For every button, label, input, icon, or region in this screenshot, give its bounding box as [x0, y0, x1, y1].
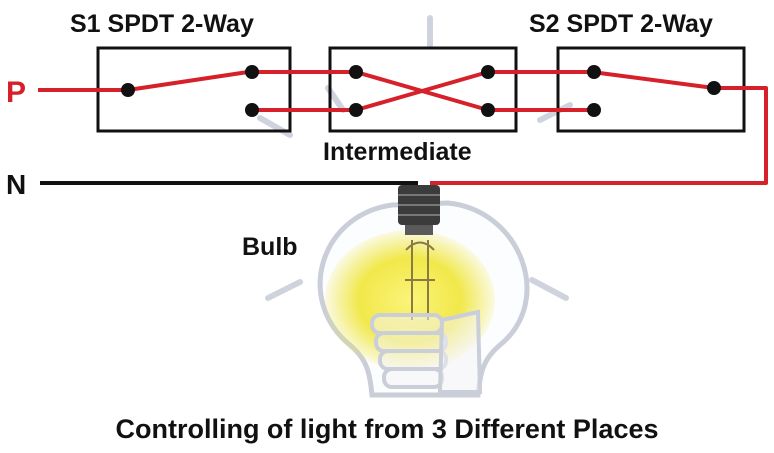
- intermediate-terminal-4: [481, 103, 495, 117]
- intermediate-label: Intermediate: [323, 138, 472, 166]
- neutral-label: N: [6, 169, 26, 200]
- caption: Controlling of light from 3 Different Pl…: [115, 414, 658, 444]
- intermediate-terminal-2: [349, 103, 363, 117]
- phase-label: P: [6, 76, 26, 109]
- s2-terminal-2: [587, 103, 601, 117]
- s2-label: S2 SPDT 2-Way: [529, 10, 713, 38]
- bulb-base: [398, 185, 440, 235]
- bulb-label: Bulb: [242, 233, 298, 261]
- s2-common-terminal: [707, 81, 721, 95]
- s1-label: S1 SPDT 2-Way: [70, 10, 254, 38]
- intermediate-terminal-1: [349, 65, 363, 79]
- hand-outline: [370, 309, 483, 394]
- terminals: [121, 65, 721, 117]
- intermediate-switch-box[interactable]: [328, 46, 518, 133]
- s1-terminal-1: [245, 65, 259, 79]
- bulb-filament: [405, 240, 435, 320]
- bulb: [317, 185, 530, 398]
- phase-wire: [38, 70, 768, 185]
- s1-terminal-2: [245, 103, 259, 117]
- s1-common-terminal: [121, 83, 135, 97]
- s2-terminal-1: [587, 65, 601, 79]
- intermediate-terminal-3: [481, 65, 495, 79]
